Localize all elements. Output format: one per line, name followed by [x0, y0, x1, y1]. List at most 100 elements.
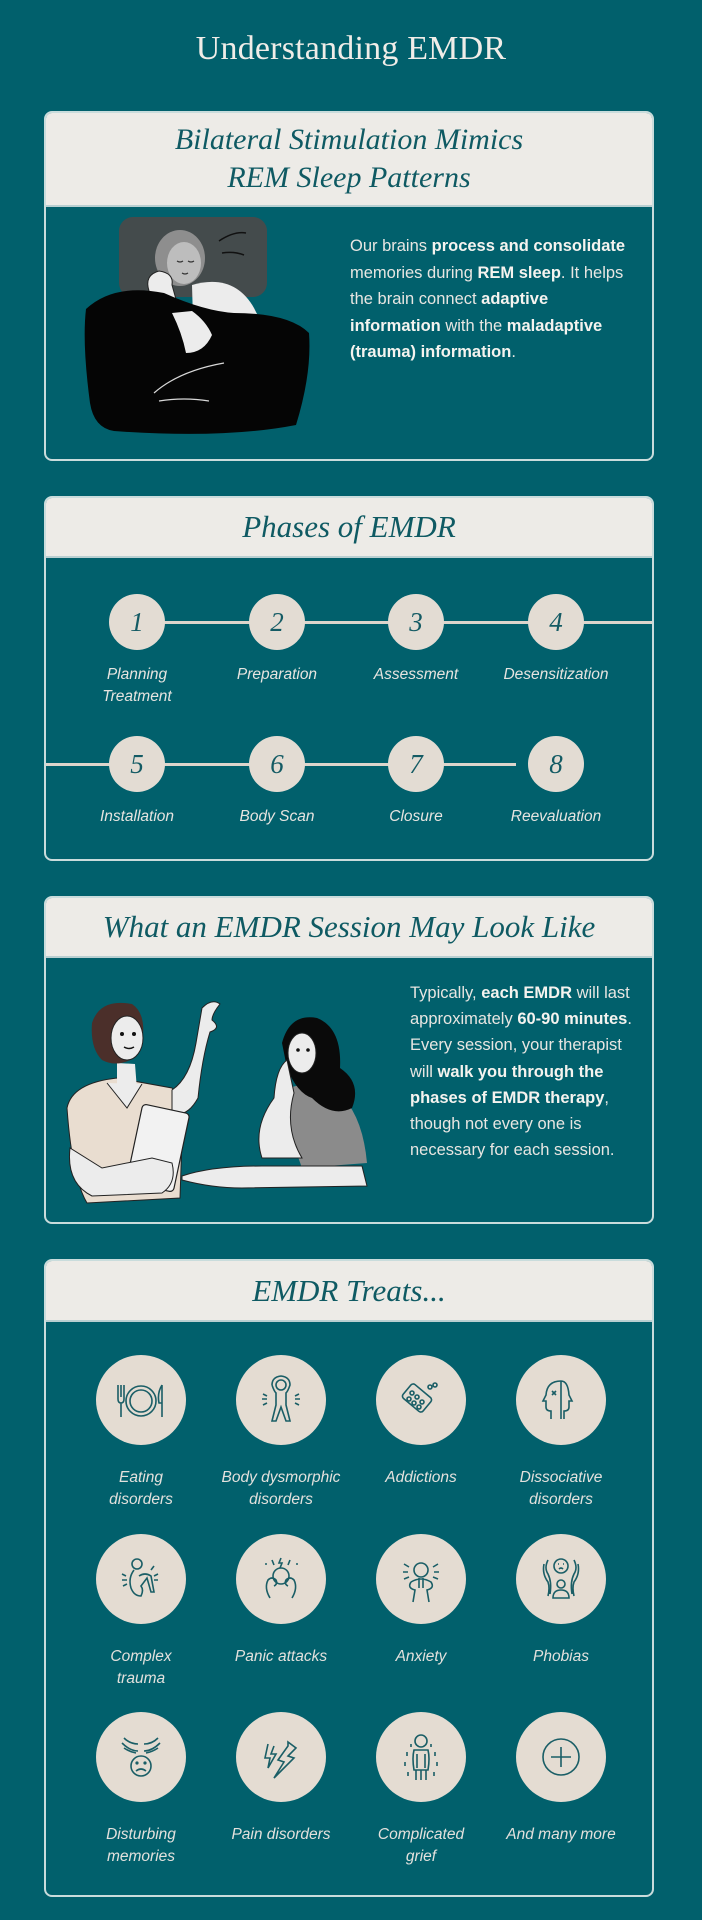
- phase-label: Reevaluation: [510, 808, 602, 825]
- session-title: What an EMDR Session May Look Like: [102, 909, 596, 944]
- phases-title: Phases of EMDR: [242, 509, 456, 544]
- split-head-icon: [541, 1380, 574, 1419]
- treat-label: Complicated grief: [377, 1826, 465, 1865]
- treat-label: Eating disorders: [109, 1469, 173, 1508]
- phase-4: 4 Desensitization: [486, 594, 626, 686]
- treat-anxiety: Anxiety: [346, 1534, 496, 1668]
- treat-disturbing-memories: Disturbing memories: [66, 1712, 216, 1868]
- phases-card-header: Phases of EMDR: [46, 498, 652, 558]
- phase-number-circle: 7: [388, 736, 444, 792]
- treat-eating-disorders: Eating disorders: [66, 1355, 216, 1511]
- phase-label: Planning Treatment: [102, 666, 172, 705]
- treat-addictions: Addictions: [346, 1355, 496, 1489]
- curled-person-icon: [121, 1558, 159, 1597]
- phase-label: Closure: [389, 808, 443, 825]
- rem-text-part: .: [511, 343, 516, 361]
- treat-label: Complex trauma: [110, 1648, 172, 1687]
- phase-label: Installation: [99, 808, 175, 825]
- treat-icon-circle: [96, 1712, 186, 1802]
- session-text-emphasis: 60-90 minutes: [517, 1010, 628, 1029]
- therapist-and-client-illustration: [66, 1001, 368, 1204]
- treat-pain-disorders: Pain disorders: [206, 1712, 356, 1846]
- phase-1: 1 Planning Treatment: [67, 594, 207, 708]
- treat-label: Dissociative disorders: [519, 1469, 603, 1508]
- session-text-part: . Every session, your therapist will: [410, 1010, 632, 1081]
- treat-label: Addictions: [385, 1469, 457, 1486]
- lightning-bolts-icon: [264, 1740, 298, 1779]
- rem-text-part: with the: [440, 316, 507, 335]
- session-text-emphasis: each EMDR: [481, 984, 572, 1002]
- treat-complicated-grief: Complicated grief: [346, 1712, 496, 1868]
- treat-label: Body dysmorphic disorders: [221, 1469, 341, 1508]
- phases-card: Phases of EMDR 1 Planning Treatment 2 Pr…: [44, 496, 654, 861]
- treat-panic-attacks: Panic attacks: [206, 1534, 356, 1668]
- treat-body-dysmorphic: Body dysmorphic disorders: [206, 1355, 356, 1511]
- phase-label: Assessment: [373, 666, 459, 683]
- rem-card-header: Bilateral Stimulation Mimics REM Sleep P…: [46, 113, 652, 207]
- treat-label: Phobias: [532, 1648, 589, 1665]
- rem-text-part: Our brains: [350, 237, 432, 255]
- sleeping-woman-illustration: [84, 217, 310, 434]
- sad-face-waves-icon: [121, 1737, 161, 1777]
- phase-7: 7 Closure: [346, 736, 486, 828]
- treat-icon-circle: [516, 1712, 606, 1802]
- phase-number-circle: 5: [109, 736, 165, 792]
- session-text-part: Typically,: [410, 984, 482, 1002]
- treats-card: EMDR Treats... Eating disorders Body dys…: [44, 1259, 654, 1897]
- rem-text-emphasis: maladaptive (trauma) information: [350, 316, 603, 362]
- treat-label: And many more: [506, 1826, 616, 1843]
- session-description: Typically, each EMDR will last approxima…: [410, 980, 640, 1163]
- distressed-body-icon: [262, 1375, 300, 1422]
- phase-2: 2 Preparation: [207, 594, 347, 686]
- phase-6: 6 Body Scan: [207, 736, 347, 828]
- treat-icon-circle: [236, 1355, 326, 1445]
- plus-circle-icon: [542, 1738, 580, 1776]
- head-in-hands-icon: [265, 1557, 298, 1599]
- treat-label: Disturbing memories: [106, 1826, 176, 1865]
- rem-text-emphasis: REM sleep: [477, 263, 561, 282]
- treat-icon-circle: [376, 1355, 466, 1445]
- phase-label: Desensitization: [503, 666, 609, 683]
- pill-blister-icon: [401, 1382, 438, 1413]
- phase-label: Body Scan: [239, 808, 315, 825]
- rem-text-part: memories during: [350, 263, 478, 282]
- treat-icon-circle: [376, 1534, 466, 1624]
- phase-number-circle: 2: [249, 594, 305, 650]
- session-text-part: , though not every one is necessary for …: [410, 1088, 615, 1160]
- treats-title: EMDR Treats...: [252, 1272, 446, 1308]
- phase-8: 8 Reevaluation: [486, 736, 626, 828]
- phase-number-circle: 8: [528, 736, 584, 792]
- plate-cutlery-icon: [117, 1384, 163, 1417]
- rem-text-emphasis: process and consolidate: [431, 237, 626, 255]
- phase-number-circle: 6: [249, 736, 305, 792]
- phase-label: Preparation: [236, 666, 318, 683]
- treat-icon-circle: [516, 1534, 606, 1624]
- rem-title-line2: REM Sleep Patterns: [227, 161, 471, 194]
- treat-and-many-more: And many more: [486, 1712, 636, 1846]
- session-card: What an EMDR Session May Look Like Typic…: [44, 896, 654, 1224]
- fear-figure-icon: [542, 1558, 580, 1599]
- treat-icon-circle: [376, 1712, 466, 1802]
- rem-title-line1: Bilateral Stimulation Mimics: [174, 123, 524, 156]
- phase-number-circle: 3: [388, 594, 444, 650]
- rem-sleep-card: Bilateral Stimulation Mimics REM Sleep P…: [44, 111, 654, 461]
- rem-text-emphasis: adaptive information: [350, 290, 549, 335]
- treat-icon-circle: [96, 1355, 186, 1445]
- treat-icon-circle: [516, 1355, 606, 1445]
- rem-description: Our brains process and consolidate memor…: [350, 233, 640, 366]
- phase-5: 5 Installation: [67, 736, 207, 828]
- session-text-emphasis: walk you through the phases of EMDR ther…: [410, 1062, 605, 1107]
- phase-3: 3 Assessment: [346, 594, 486, 686]
- treat-icon-circle: [236, 1712, 326, 1802]
- phase-number-circle: 4: [528, 594, 584, 650]
- rem-text-part: . It helps the brain connect: [350, 263, 624, 309]
- session-text-part: will last approximately: [410, 984, 630, 1029]
- phase-number-circle: 1: [109, 594, 165, 650]
- grieving-person-icon: [404, 1734, 438, 1780]
- treat-label: Pain disorders: [231, 1826, 331, 1843]
- treat-label: Anxiety: [395, 1648, 447, 1665]
- treat-complex-trauma: Complex trauma: [66, 1534, 216, 1690]
- treat-icon-circle: [236, 1534, 326, 1624]
- session-card-header: What an EMDR Session May Look Like: [46, 898, 652, 958]
- anxious-person-icon: [403, 1562, 439, 1603]
